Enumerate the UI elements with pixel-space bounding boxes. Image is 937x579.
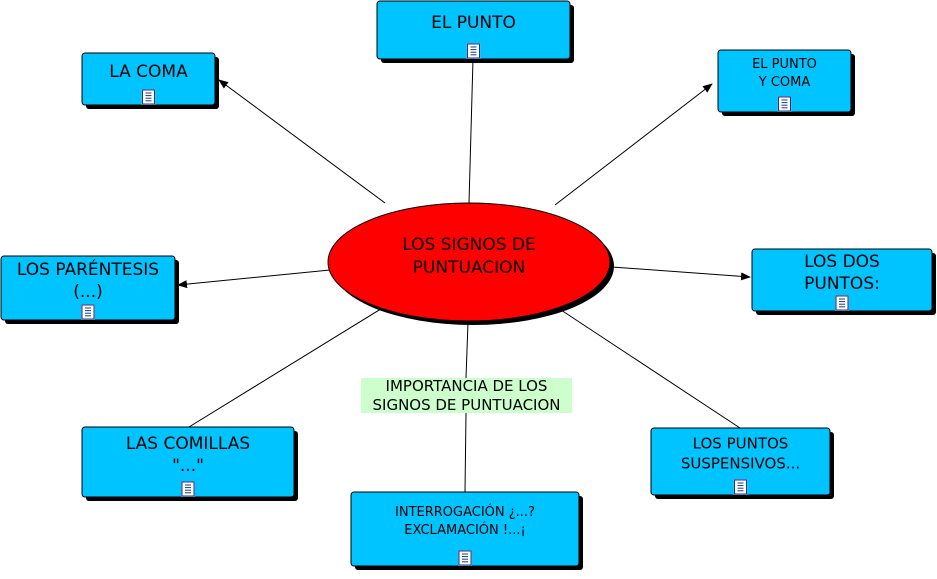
document-icon-page (778, 96, 791, 112)
document-icon-page (467, 43, 480, 59)
connection-line (554, 83, 713, 206)
concept-los-parentesis[interactable]: LOS PARÉNTESIS(...) (0, 255, 179, 324)
link-label-text[interactable]: IMPORTANCIA DE LOS (386, 377, 548, 395)
concept-label: EL PUNTO (431, 13, 516, 33)
connections (177, 58, 751, 493)
document-icon[interactable] (466, 43, 481, 59)
concept-label: SUSPENSIVOS... (681, 455, 800, 473)
concept-el-punto[interactable]: EL PUNTO (376, 0, 574, 63)
document-icon[interactable] (777, 96, 792, 112)
connection-line (465, 321, 469, 379)
document-icon[interactable] (141, 89, 156, 105)
document-icon-page (835, 295, 849, 311)
concept-label: LA COMA (109, 62, 188, 82)
concept-label: LOS PUNTOS (693, 435, 789, 453)
central-concept-group: LOS SIGNOS DE PUNTUACION (327, 202, 614, 325)
link-label-text[interactable]: SIGNOS DE PUNTUACION (373, 396, 561, 414)
concept-label: LOS PARÉNTESIS (17, 258, 159, 280)
concept-las-comillas[interactable]: LAS COMILLAS"..." (81, 426, 298, 501)
document-icon[interactable] (181, 481, 195, 497)
connection-line (177, 269, 331, 289)
concept-label: INTERROGACIÓN ¿...? (395, 504, 535, 520)
concept-los-puntos-suspensivos[interactable]: LOS PUNTOS SUSPENSIVOS... (650, 427, 834, 499)
concept-label: Y COMA (758, 75, 811, 90)
central-concept-text: LOS SIGNOS DE (402, 235, 536, 255)
central-concept-ellipse[interactable] (327, 202, 611, 322)
document-icon[interactable] (733, 479, 748, 495)
concept-label: (...) (73, 282, 102, 302)
document-icon[interactable] (835, 295, 849, 311)
connection-line (218, 79, 386, 204)
document-icon-page (734, 479, 747, 495)
concept-label: EXCLAMACIÓN !...¡ (404, 522, 525, 538)
connection-line (560, 309, 741, 429)
connection-line (611, 266, 751, 281)
concept-label: LOS DOS (804, 252, 880, 272)
concept-la-coma[interactable]: LA COMA (81, 52, 219, 109)
central-concept-text: PUNTUACION (413, 258, 526, 278)
link-label-background (361, 378, 572, 413)
document-icon-page (81, 304, 95, 320)
document-icon-page (181, 481, 195, 497)
document-icon-page (458, 550, 472, 566)
document-icon-page (142, 89, 155, 105)
connection-line (468, 58, 474, 204)
concept-label: EL PUNTO (752, 57, 817, 72)
connection-line (464, 412, 467, 493)
connection-line (188, 306, 385, 428)
concept-el-punto-y-coma[interactable]: EL PUNTO Y COMA (717, 49, 855, 116)
concept-label: "..." (172, 456, 204, 476)
document-icon[interactable] (458, 550, 472, 566)
concept-label: LAS COMILLAS (126, 434, 250, 454)
concept-interrogacion-exclamacion[interactable]: INTERROGACIÓN ¿...? EXCLAMACIÓN !...¡ (350, 491, 583, 570)
document-icon[interactable] (81, 304, 95, 320)
concept-label: PUNTOS: (804, 274, 880, 294)
